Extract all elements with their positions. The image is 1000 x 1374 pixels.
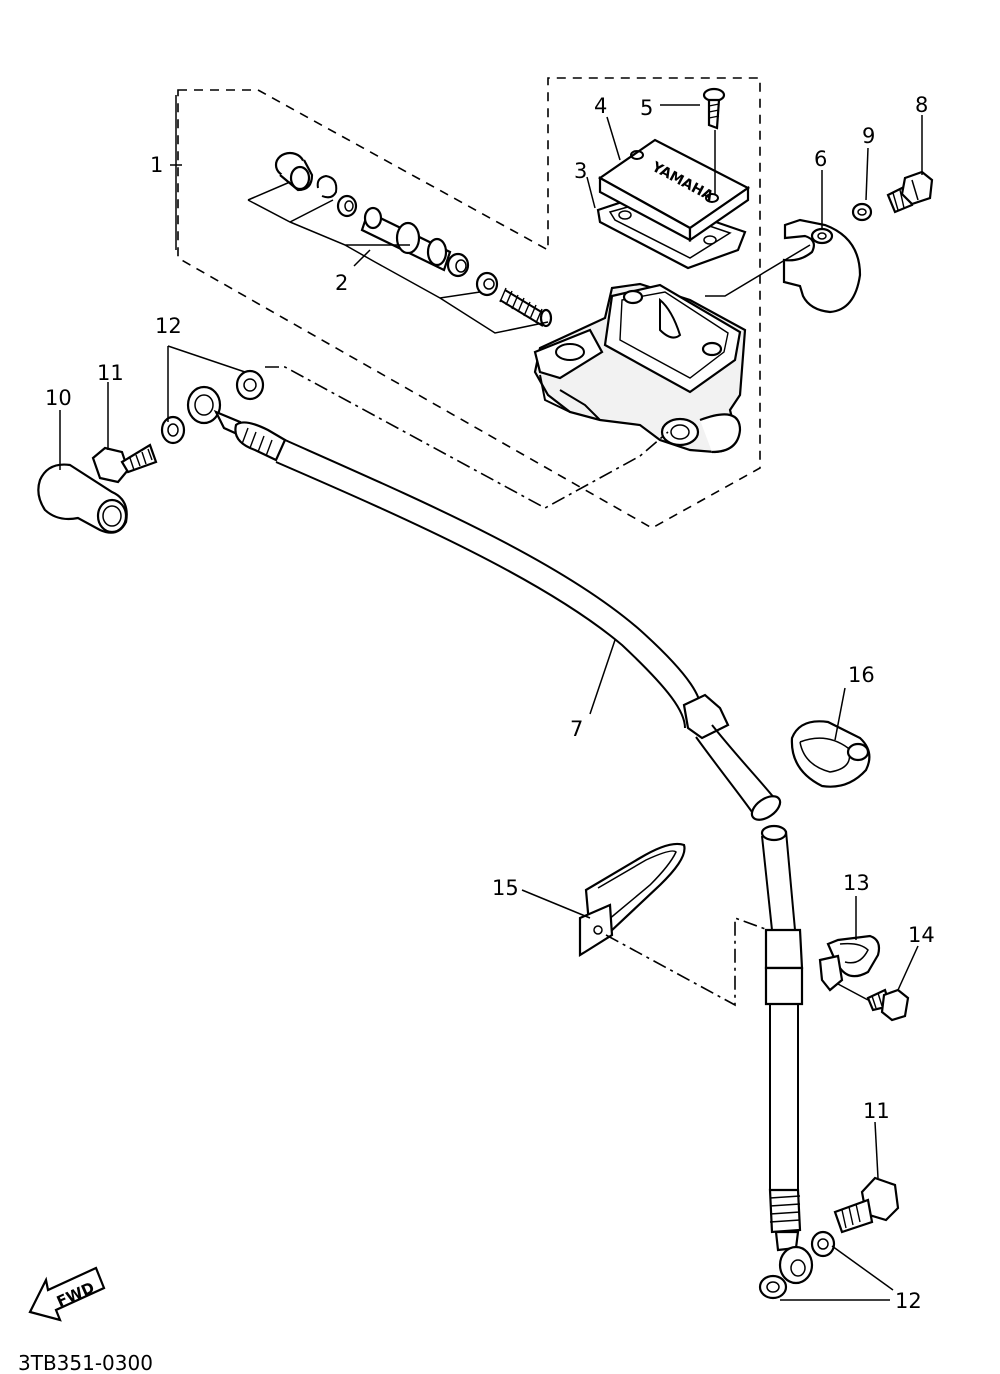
union-bolt-bottom xyxy=(833,1176,900,1234)
boot-cap xyxy=(274,151,314,192)
holder-clamp xyxy=(782,218,862,314)
callout-14: 14 xyxy=(908,923,935,947)
callout-8: 8 xyxy=(915,93,928,117)
circlip xyxy=(316,174,338,199)
callout-12-bottom: 12 xyxy=(895,1289,922,1313)
reservoir-cap: YAMAHA xyxy=(597,138,751,243)
forward-arrow: FWD xyxy=(28,1266,106,1322)
piston xyxy=(360,206,470,278)
banjo-bolt-cover xyxy=(37,463,128,534)
callout-9: 9 xyxy=(862,124,875,148)
callout-labels: 1 2 3 4 5 6 7 8 9 10 11 12 13 14 15 16 1… xyxy=(45,93,935,1313)
drawing-code: 3TB351-0300 xyxy=(18,1351,153,1374)
assembly-1-boundary xyxy=(177,77,761,529)
callout-6: 6 xyxy=(814,147,827,171)
callout-5: 5 xyxy=(640,96,653,120)
callout-4: 4 xyxy=(594,94,607,118)
callout-2: 2 xyxy=(335,271,348,295)
union-bolt-top xyxy=(91,443,158,484)
callout-7: 7 xyxy=(570,717,583,741)
master-cylinder-body xyxy=(533,244,811,454)
copper-washer-bottom-a xyxy=(810,1230,836,1258)
primary-cup-seal xyxy=(475,271,499,297)
callout-11-top: 11 xyxy=(97,361,124,385)
callout-13: 13 xyxy=(843,871,870,895)
piston-kit-bracket xyxy=(247,181,549,334)
copper-washer-bottom-b xyxy=(758,1274,788,1300)
hose-clamp-13 xyxy=(818,934,881,992)
brake-hose xyxy=(167,345,814,1285)
piston-kit-parts xyxy=(247,151,553,334)
copper-washer-top-b xyxy=(235,369,265,401)
small-seal xyxy=(336,194,358,218)
lock-washer xyxy=(851,202,873,222)
hose-bracket-15 xyxy=(578,842,769,1007)
clamp-bolt xyxy=(886,170,934,214)
callout-10: 10 xyxy=(45,386,72,410)
callout-12-top: 12 xyxy=(155,314,182,338)
cap-screw xyxy=(702,87,726,195)
copper-washer-top-a xyxy=(160,415,186,445)
callout-15: 15 xyxy=(492,876,519,900)
callout-11-bottom: 11 xyxy=(863,1099,890,1123)
return-spring xyxy=(499,287,553,328)
hose-holder-16 xyxy=(790,720,871,788)
leader-lines xyxy=(59,95,923,1301)
callout-16: 16 xyxy=(848,663,875,687)
callout-1: 1 xyxy=(150,153,163,177)
callout-3: 3 xyxy=(574,159,587,183)
